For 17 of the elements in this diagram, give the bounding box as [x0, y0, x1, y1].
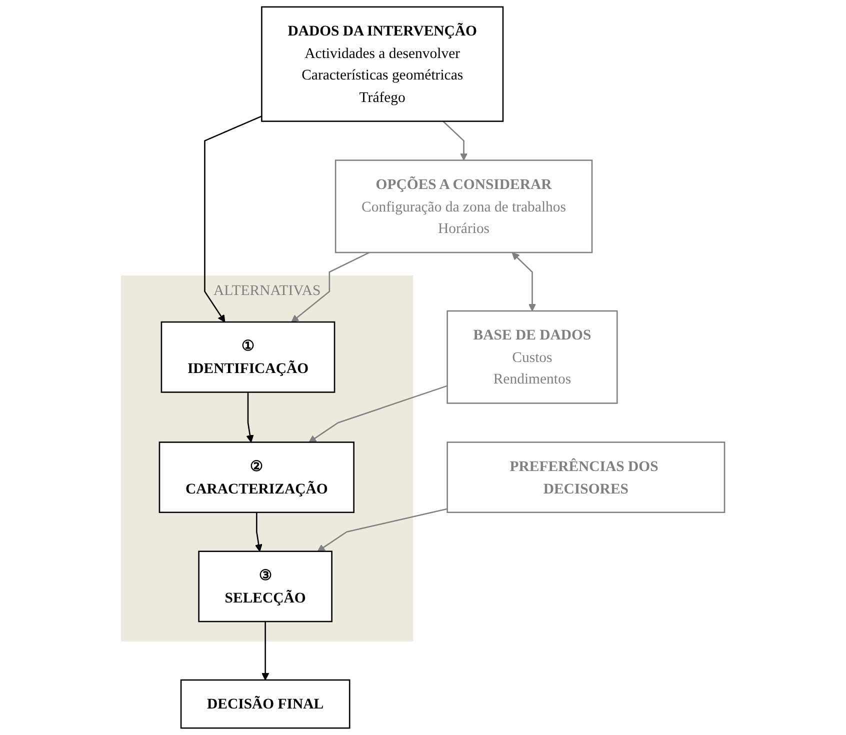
arrow — [512, 252, 536, 312]
arrow — [291, 252, 370, 322]
node-box: DADOS DA INTERVENÇÃO Actividades a desenvolver Características geométricas Tráfego — [261, 6, 504, 122]
node-box: DECISÃO FINAL — [180, 679, 350, 729]
arrow — [254, 512, 262, 552]
arrow — [262, 622, 270, 680]
node-box: ② CARACTERIZAÇÃO — [158, 442, 354, 514]
arrow — [246, 392, 254, 443]
node-box: OPÇÕES A CONSIDERAR Configuração da zona de trabalhos Horários — [334, 160, 593, 254]
node-box: PREFERÊNCIAS DOS DECISORES — [446, 442, 726, 514]
node-box: ① IDENTIFICAÇÃO — [160, 321, 336, 393]
arrow — [442, 120, 468, 161]
node-box: BASE DE DADOS Custos Rendimentos — [446, 310, 618, 404]
arrow — [317, 508, 448, 552]
arrow — [204, 116, 262, 322]
arrow — [308, 385, 448, 443]
node-box: ③ SELECÇÃO — [198, 550, 332, 622]
